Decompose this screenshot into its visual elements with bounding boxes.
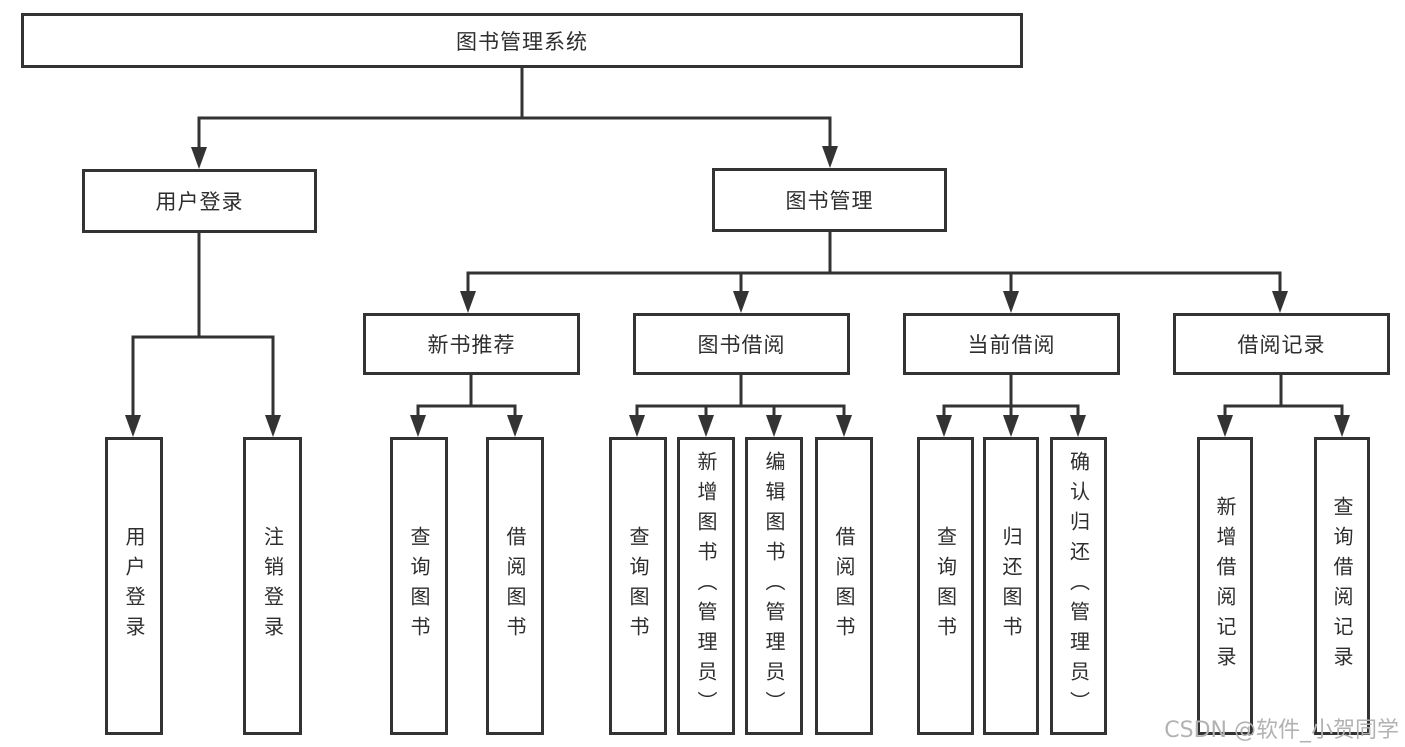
leaf-borrow-add-admin-label: 新增图书（管理员） bbox=[694, 451, 718, 721]
node-user-login: 用户登录 bbox=[82, 169, 317, 233]
leaf-confirm-return-admin: 确认归还（管理员） bbox=[1050, 437, 1107, 735]
connector-newbook-to-leaves bbox=[410, 375, 523, 437]
leaf-borrow-add-admin: 新增图书（管理员） bbox=[677, 437, 735, 735]
node-root: 图书管理系统 bbox=[21, 13, 1023, 68]
leaf-user-login-label: 用户登录 bbox=[122, 526, 146, 646]
leaf-confirm-return-admin-label: 确认归还（管理员） bbox=[1066, 451, 1091, 721]
leaf-logout-label: 注销登录 bbox=[260, 526, 285, 646]
leaf-add-borrow-record-label: 新增借阅记录 bbox=[1213, 496, 1237, 676]
leaf-borrow-query: 查询图书 bbox=[609, 437, 667, 735]
leaf-query-borrow-record-label: 查询借阅记录 bbox=[1330, 496, 1354, 676]
leaf-current-query-label: 查询图书 bbox=[933, 526, 958, 646]
leaf-user-login: 用户登录 bbox=[105, 437, 163, 735]
leaf-newbook-query: 查询图书 bbox=[390, 437, 448, 735]
node-borrow-records: 借阅记录 bbox=[1173, 313, 1390, 375]
leaf-borrow-book-label: 借阅图书 bbox=[832, 526, 856, 646]
leaf-add-borrow-record: 新增借阅记录 bbox=[1197, 437, 1253, 735]
node-new-book-recommend-label: 新书推荐 bbox=[427, 333, 516, 357]
leaf-query-borrow-record: 查询借阅记录 bbox=[1314, 437, 1370, 735]
node-current-borrow: 当前借阅 bbox=[903, 313, 1120, 375]
leaf-borrow-edit-admin: 编辑图书（管理员） bbox=[745, 437, 803, 735]
node-borrow-records-label: 借阅记录 bbox=[1237, 333, 1326, 357]
connector-bookborrow-to-leaves bbox=[629, 375, 852, 437]
node-current-borrow-label: 当前借阅 bbox=[967, 333, 1056, 357]
leaf-borrow-query-label: 查询图书 bbox=[626, 526, 650, 646]
leaf-newbook-query-label: 查询图书 bbox=[407, 526, 431, 646]
leaf-current-query: 查询图书 bbox=[917, 437, 974, 735]
node-book-management-label: 图书管理 bbox=[785, 189, 874, 213]
node-book-borrow-label: 图书借阅 bbox=[697, 333, 786, 357]
connector-currentborrow-to-leaves bbox=[936, 375, 1086, 437]
connector-userlogin-to-leaves bbox=[125, 233, 281, 437]
connector-borrowrecords-to-leaves bbox=[1217, 375, 1350, 437]
leaf-logout: 注销登录 bbox=[243, 437, 302, 735]
node-user-login-label: 用户登录 bbox=[155, 190, 244, 214]
connector-bookmgmt-to-level3 bbox=[460, 232, 1288, 313]
leaf-borrow-edit-admin-label: 编辑图书（管理员） bbox=[762, 451, 786, 721]
leaf-newbook-borrow: 借阅图书 bbox=[486, 437, 544, 735]
node-book-borrow: 图书借阅 bbox=[633, 313, 850, 375]
leaf-borrow-book: 借阅图书 bbox=[815, 437, 873, 735]
connector-root-to-level2 bbox=[191, 68, 838, 169]
leaf-return-book: 归还图书 bbox=[983, 437, 1039, 735]
leaf-return-book-label: 归还图书 bbox=[999, 526, 1023, 646]
leaf-newbook-borrow-label: 借阅图书 bbox=[503, 526, 527, 646]
node-book-management: 图书管理 bbox=[712, 168, 947, 232]
node-new-book-recommend: 新书推荐 bbox=[363, 313, 580, 375]
csdn-watermark: CSDN @软件_小贺同学 bbox=[1164, 718, 1399, 743]
node-root-label: 图书管理系统 bbox=[456, 29, 588, 54]
